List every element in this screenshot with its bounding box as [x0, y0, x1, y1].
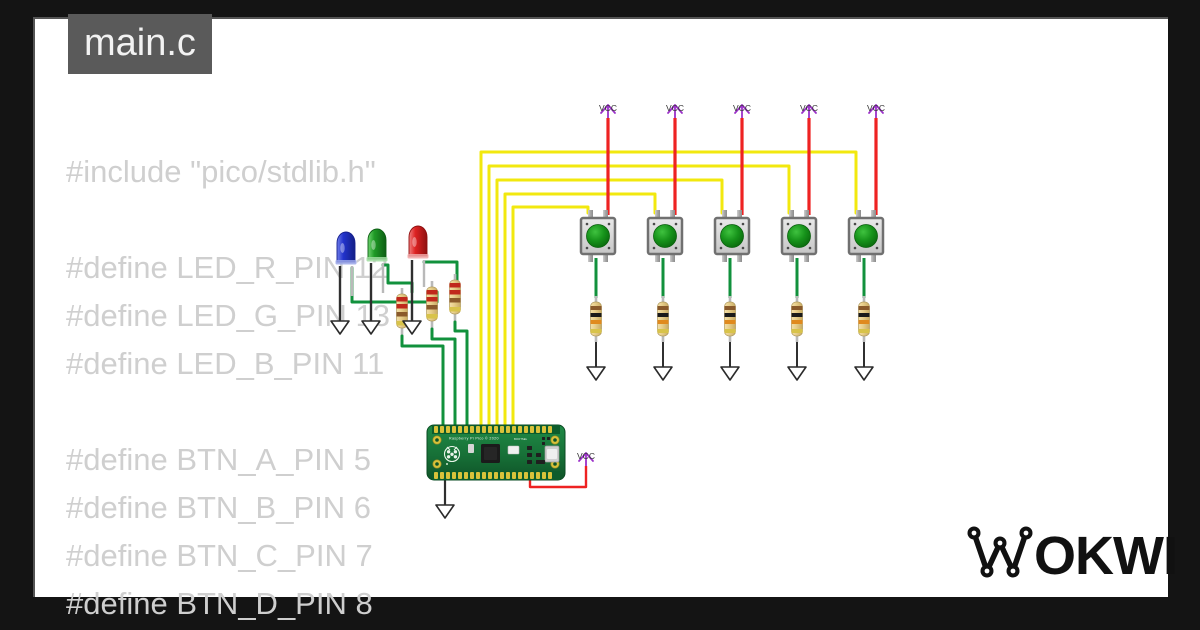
vcc-label-pico: VCC	[577, 451, 595, 461]
resistor-btn-3	[724, 296, 736, 342]
led-gnd-symbols	[330, 320, 422, 335]
led-row	[335, 225, 429, 321]
pico-top-header	[432, 425, 560, 434]
vcc-label-1: VCC	[599, 103, 617, 113]
wokwi-wordmark: OKWI	[1034, 526, 1177, 586]
button-gnd-symbols	[586, 366, 874, 381]
wokwi-logo: OKWI	[967, 526, 1178, 586]
resistor-led-3	[396, 288, 408, 336]
raspberry-pi-pico-board[interactable]: Raspberry Pi Pico © 2020 BOOTSEL	[426, 424, 566, 481]
vcc-label-3: VCC	[733, 103, 751, 113]
vcc-label-5: VCC	[867, 103, 885, 113]
pushbutton-5[interactable]	[847, 210, 885, 262]
wire-btn2-signal	[503, 192, 657, 427]
pushbutton-1[interactable]	[579, 210, 617, 262]
usb-connector	[544, 445, 560, 463]
wire-btn5-signal	[479, 150, 858, 427]
button-cap	[854, 224, 878, 248]
pico-vcc: VCC	[528, 451, 595, 489]
pico-bootsel-label: BOOTSEL	[514, 437, 528, 441]
led-red	[407, 225, 429, 321]
pushbutton-4[interactable]	[780, 210, 818, 262]
resistor-btn-4	[791, 296, 803, 342]
pico-gnd	[435, 478, 455, 519]
led-green	[366, 228, 388, 321]
pushbutton-row	[579, 210, 885, 262]
vcc-label-2: VCC	[666, 103, 684, 113]
wire-r1-to-pico	[453, 320, 469, 427]
flash-chip	[468, 444, 474, 453]
file-title-chip: main.c	[68, 14, 212, 74]
resistor-btn-2	[657, 296, 669, 342]
pico-silkscreen-label: Raspberry Pi Pico © 2020	[449, 437, 499, 441]
button-to-resistor-wires	[594, 258, 866, 298]
wire-btn1-signal	[511, 205, 590, 427]
led-blue	[335, 231, 357, 321]
button-cap	[586, 224, 610, 248]
wire-led-green	[381, 263, 414, 294]
button-cap	[653, 224, 677, 248]
button-signal-wires	[479, 150, 858, 427]
led-signal-to-pico-wires	[400, 320, 469, 427]
resistor-led-1	[449, 274, 461, 322]
button-cap	[720, 224, 744, 248]
pico-bottom-header	[432, 471, 560, 480]
wire-r3-to-pico	[400, 334, 445, 427]
button-vcc-wires	[606, 118, 878, 215]
resistor-led-2	[426, 281, 438, 329]
raspberry-logo-icon	[443, 445, 461, 463]
wire-r2-to-pico	[430, 327, 457, 427]
wire-btn4-signal	[487, 164, 791, 427]
pulldown-resistor-row	[590, 296, 870, 342]
vcc-symbols-row: VCC VCC VCC VCC VCC	[599, 103, 885, 119]
pico-passives	[507, 437, 550, 464]
led-resistor-row	[396, 274, 461, 336]
button-gnd-wires	[595, 342, 865, 367]
pushbutton-2[interactable]	[646, 210, 684, 262]
resistor-btn-1	[590, 296, 602, 342]
vcc-label-4: VCC	[800, 103, 818, 113]
button-cap	[787, 224, 811, 248]
pushbutton-3[interactable]	[713, 210, 751, 262]
resistor-btn-5	[858, 296, 870, 342]
